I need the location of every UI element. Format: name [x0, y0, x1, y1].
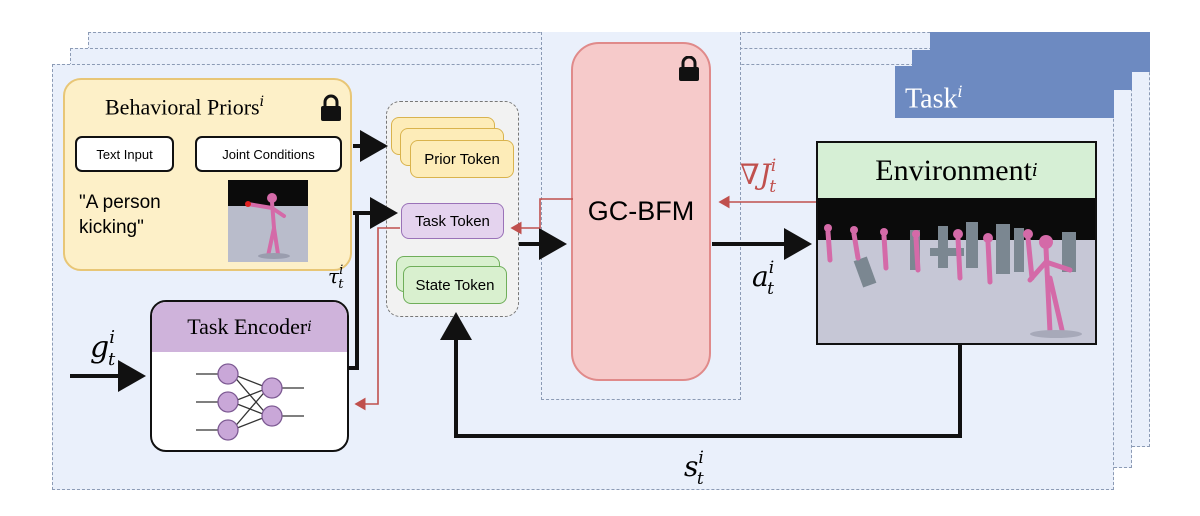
gradient-sub: t [769, 177, 777, 197]
state-feedback-arrow [440, 312, 962, 438]
action-symbol: a [752, 260, 769, 293]
text-input-label: Text Input [96, 146, 153, 162]
priors-superscript: i [259, 94, 265, 110]
joint-conditions-label: Joint Conditions [222, 146, 315, 162]
state-symbol: s [684, 450, 699, 483]
gradient-label: ∇Jit [740, 156, 783, 197]
tau-sub: t [338, 277, 344, 292]
lock-icon [679, 56, 699, 81]
encoder-superscript: i [307, 319, 312, 335]
humanoid-thumbnail [228, 180, 308, 262]
goal-symbol: g [90, 330, 110, 365]
prior-token-label: Prior Token [424, 150, 500, 168]
gradient-to-encoder-arrow [354, 227, 400, 411]
behavioral-priors-title: Behavioral Priorsi [105, 94, 264, 120]
tau-label: τit [328, 263, 348, 292]
gradient-sup: i [770, 156, 777, 176]
tau-sup: i [339, 263, 344, 278]
environment-scene [818, 198, 1095, 343]
environment-title: Environment [875, 153, 1032, 187]
action-sub: t [767, 279, 774, 299]
joint-conditions-button[interactable]: Joint Conditions [195, 136, 342, 172]
state-label: sit [684, 448, 711, 489]
state-token: State Token [403, 266, 507, 304]
task-superscript: i [957, 82, 963, 101]
prior-token: Prior Token [410, 140, 514, 178]
goal-sub: t [107, 349, 116, 370]
gcbfm-label: GC-BFM [587, 196, 695, 226]
action-label: ait [752, 258, 781, 299]
task-token: Task Token [401, 203, 504, 239]
example-text: "A person kicking" [79, 192, 161, 238]
task-tab: Taski [895, 66, 1114, 118]
environment-superscript: i [1031, 160, 1038, 181]
state-sub: t [696, 469, 704, 489]
state-token-label: State Token [415, 276, 495, 294]
gcbfm-model: GC-BFM [571, 42, 711, 381]
encoder-to-task-arrow [349, 197, 398, 370]
tau-symbol: τ [328, 264, 340, 288]
goal-sup: i [109, 327, 115, 348]
state-sup: i [698, 448, 704, 468]
gradient-to-task-arrow [510, 198, 573, 235]
environment-scene-figures [824, 222, 1082, 338]
task-tab-label: Task [905, 83, 958, 115]
behavioral-priors-title-text: Behavioral Priors [105, 94, 260, 120]
behavioral-priors-box: Behavioral Priorsi Text Input Joint Cond… [63, 78, 352, 271]
goal-label: git [90, 327, 122, 370]
lock-icon [321, 94, 341, 121]
neural-network-icon [196, 363, 304, 441]
task-encoder-title: Task Encoder [187, 314, 308, 339]
action-sup: i [768, 258, 775, 278]
gradient-symbol: ∇J [740, 158, 771, 191]
text-input-button[interactable]: Text Input [75, 136, 174, 172]
task-token-label: Task Token [415, 212, 490, 230]
humanoid-figure [245, 193, 290, 259]
